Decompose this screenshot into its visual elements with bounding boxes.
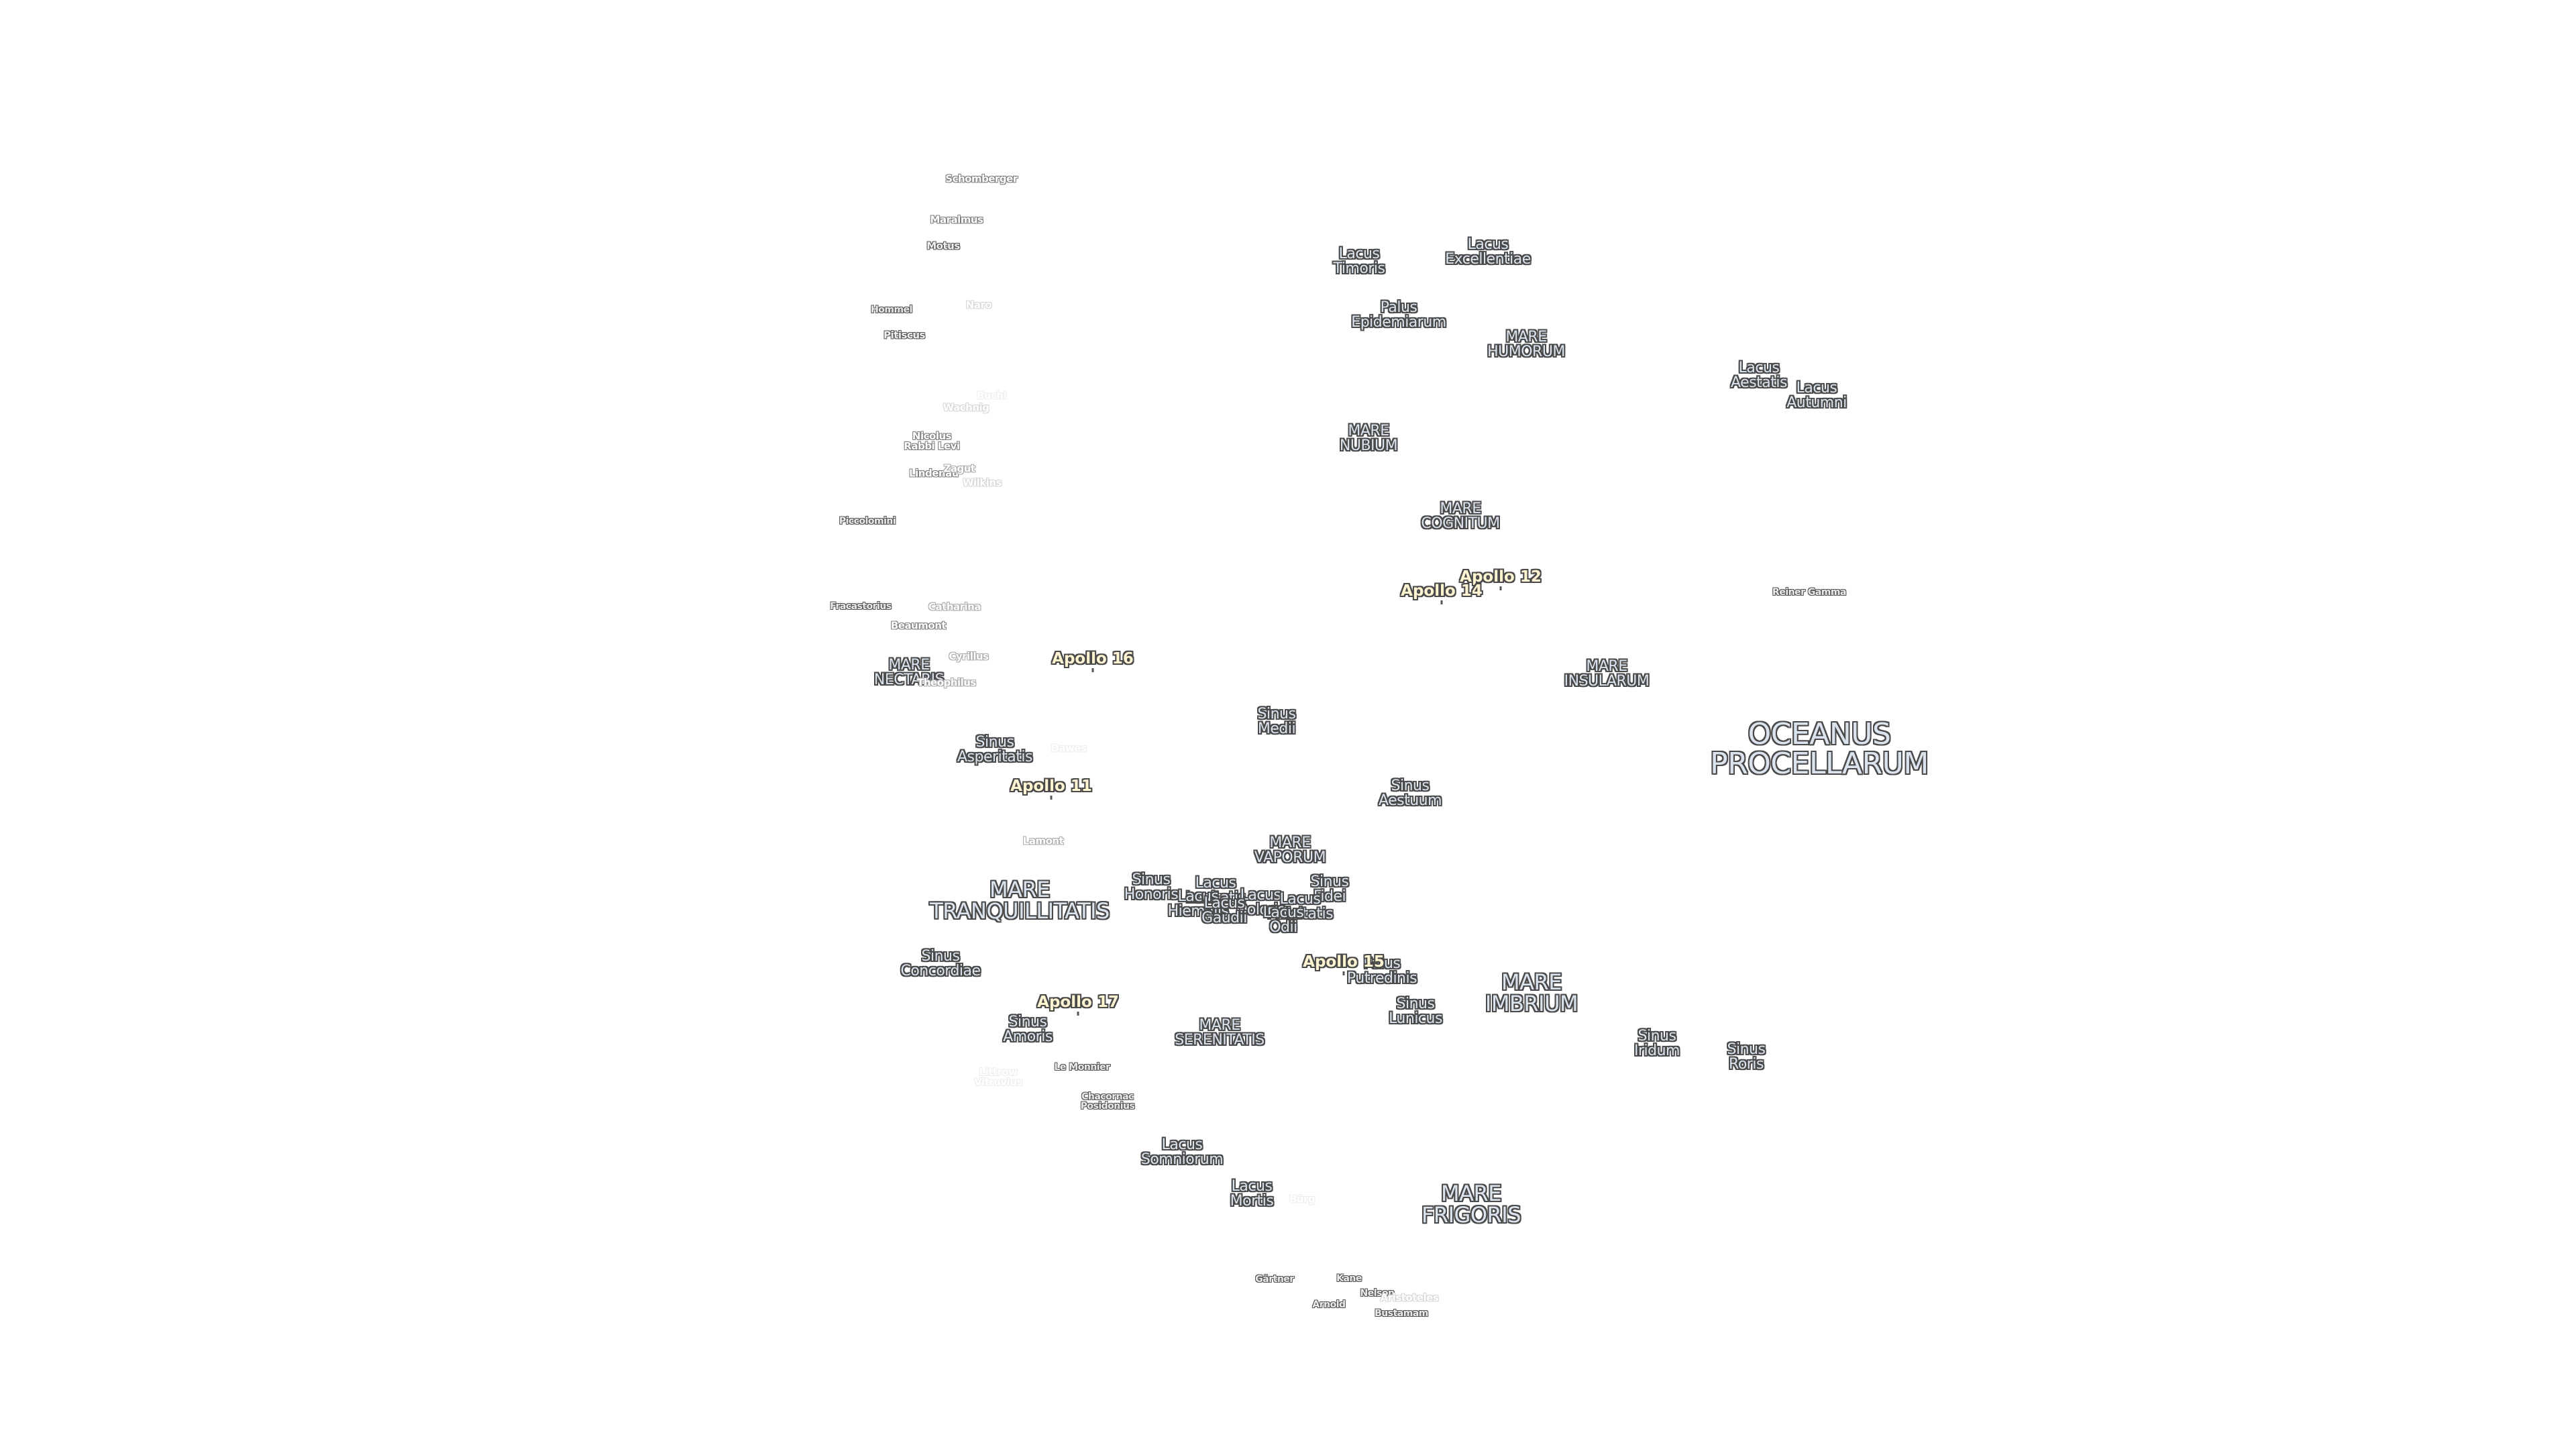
map-label-catharina: Catharina — [928, 600, 981, 613]
map-label-lacus-gaudii: Lacus Gaudii — [1201, 895, 1247, 926]
map-label-sinus-asperitatis: Sinus Asperitatis — [957, 734, 1032, 765]
map-label-rainer-gamma: Reiner Gamma — [1772, 587, 1846, 598]
map-label-sinus-concordiae: Sinus Concordiae — [900, 948, 981, 979]
map-label-lacus-felicitatis: Lacus Felicitatis — [1267, 891, 1334, 922]
map-label-beaumont: Beaumont — [890, 619, 947, 632]
map-label-sinus-honoris: Sinus Honoris — [1124, 871, 1179, 903]
map-label-hommel: Hommel — [871, 305, 912, 315]
landing-site-marker — [1342, 971, 1345, 975]
map-label-sinus-fidei: Sinus Fidei — [1310, 873, 1349, 905]
landing-site-apollo-11[interactable]: Apollo 11 — [1010, 777, 1092, 795]
map-label-cyrillus: Cyrillus — [949, 650, 989, 663]
map-label-lacus-timoris: Lacus Timoris — [1333, 246, 1385, 277]
map-label-faint-4: Aristoteles — [1380, 1291, 1439, 1304]
landing-site-marker — [1077, 1012, 1079, 1016]
map-label-zagut: Zagut — [943, 462, 975, 475]
map-label-fracastorius: Fracastorius — [830, 601, 892, 612]
map-label-mare-insularum: MARE INSULARUM — [1564, 658, 1650, 690]
map-label-buchi: Buchi — [976, 389, 1007, 402]
map-label-arnold: Arnold — [1312, 1299, 1346, 1310]
map-label-gartner: Gärtner — [1255, 1274, 1294, 1285]
map-label-oceanus-procellarum: OCEANUS PROCELLARUM — [1710, 717, 1929, 781]
map-label-mare-humorum: MARE HUMORUM — [1487, 329, 1565, 360]
map-label-lacus-aestatis: Lacus Aestatis — [1731, 360, 1787, 391]
map-label-mare-tranquillitatis: MARE TRANQUILLITATIS — [930, 877, 1110, 924]
map-label-mare-serenitatis: MARE SERENITATIS — [1175, 1017, 1265, 1049]
map-label-kane: Kane — [1336, 1273, 1362, 1284]
map-label-bustamam: Bustamam — [1375, 1308, 1428, 1319]
map-label-maralmus: Maralmus — [930, 213, 983, 226]
map-label-lindenau: Lindenau — [909, 467, 959, 480]
map-label-schomberger: Schomberger — [945, 172, 1018, 185]
map-label-wilkins: Wilkins — [962, 476, 1002, 489]
map-label-chacornac-posidonius: Chacornac Posidonius — [1080, 1091, 1135, 1112]
map-label-faint-2: Littrow Vitruvius — [974, 1066, 1022, 1088]
landing-site-marker — [1440, 600, 1443, 604]
map-label-mare-frigoris: MARE FRIGORIS — [1421, 1181, 1521, 1228]
map-label-palus-putredinis: Palus Putredinis — [1346, 955, 1417, 987]
map-label-lacus-doloris: Lacus Doloris — [1236, 887, 1285, 918]
map-label-faint-3: Bürg — [1289, 1193, 1316, 1205]
landing-site-apollo-12[interactable]: Apollo 12 — [1460, 568, 1542, 586]
map-label-lacus-odii: Lacus Odii — [1263, 904, 1304, 936]
map-label-wachnig: Wachnig — [943, 401, 989, 414]
map-label-sinus-roris: Sinus Roris — [1727, 1041, 1766, 1073]
map-label-lamont: Lamont — [1022, 835, 1064, 847]
landing-site-apollo-17[interactable]: Apollo 17 — [1037, 994, 1119, 1011]
landing-site-apollo-16[interactable]: Apollo 16 — [1052, 650, 1134, 667]
map-label-sinus-amoris: Sinus Amoris — [1003, 1014, 1053, 1045]
map-label-lacus-mortis: Lacus Mortis — [1230, 1178, 1274, 1210]
landing-site-marker — [1050, 796, 1053, 800]
map-label-lacus-hiemalis: Lacus Hiemalis — [1167, 888, 1229, 920]
map-label-sinus-aestuum: Sinus Aestuum — [1378, 777, 1442, 809]
map-label-mare-vaporum: MARE VAPORUM — [1254, 835, 1326, 866]
map-label-le-monnier: Le Monnier — [1054, 1062, 1110, 1073]
landing-site-marker — [1499, 586, 1502, 590]
map-label-lacus-excellentiae: Lacus Excellentiae — [1445, 236, 1531, 268]
landing-site-marker — [1091, 668, 1094, 672]
map-label-theophilus: Theophilus — [917, 676, 976, 689]
map-label-mare-cognitum: MARE COGNITUM — [1421, 500, 1500, 532]
map-label-faint-1: Dawes — [1051, 742, 1087, 755]
landing-site-apollo-15[interactable]: Apollo 15 — [1303, 953, 1385, 971]
map-label-sinus-medii: Sinus Medii — [1257, 706, 1296, 737]
map-label-lacus-autumni: Lacus Autumni — [1786, 380, 1847, 411]
map-label-sinus-lunicus: Sinus Lunicus — [1389, 996, 1442, 1027]
map-label-naro: Naro — [965, 299, 992, 311]
map-label-mare-imbrium: MARE IMBRIUM — [1485, 969, 1578, 1016]
map-label-palus-epidemiarum: Palus Epidemiarum — [1351, 299, 1446, 331]
map-label-nicolus-rabbi-levi: Nicolus Rabbi Levi — [904, 430, 960, 452]
map-label-pitiscus: Pitiscus — [883, 329, 925, 341]
map-label-lacus-somniorum: Lacus Somniorum — [1140, 1136, 1224, 1168]
map-label-nelson: Nelson — [1360, 1288, 1395, 1299]
map-label-mare-nectaris: MARE NECTARIS — [873, 657, 945, 688]
map-label-lacus-lenitatis: Lacus Lenitatis — [1185, 875, 1246, 906]
map-label-sinus-iridum: Sinus Iridum — [1634, 1028, 1680, 1059]
map-label-motus: Motus — [926, 239, 960, 252]
landing-site-apollo-14[interactable]: Apollo 14 — [1401, 582, 1483, 600]
map-label-mare-nubium: MARE NUBIUM — [1339, 423, 1398, 454]
map-label-piccolomini: Piccolomini — [839, 516, 896, 527]
